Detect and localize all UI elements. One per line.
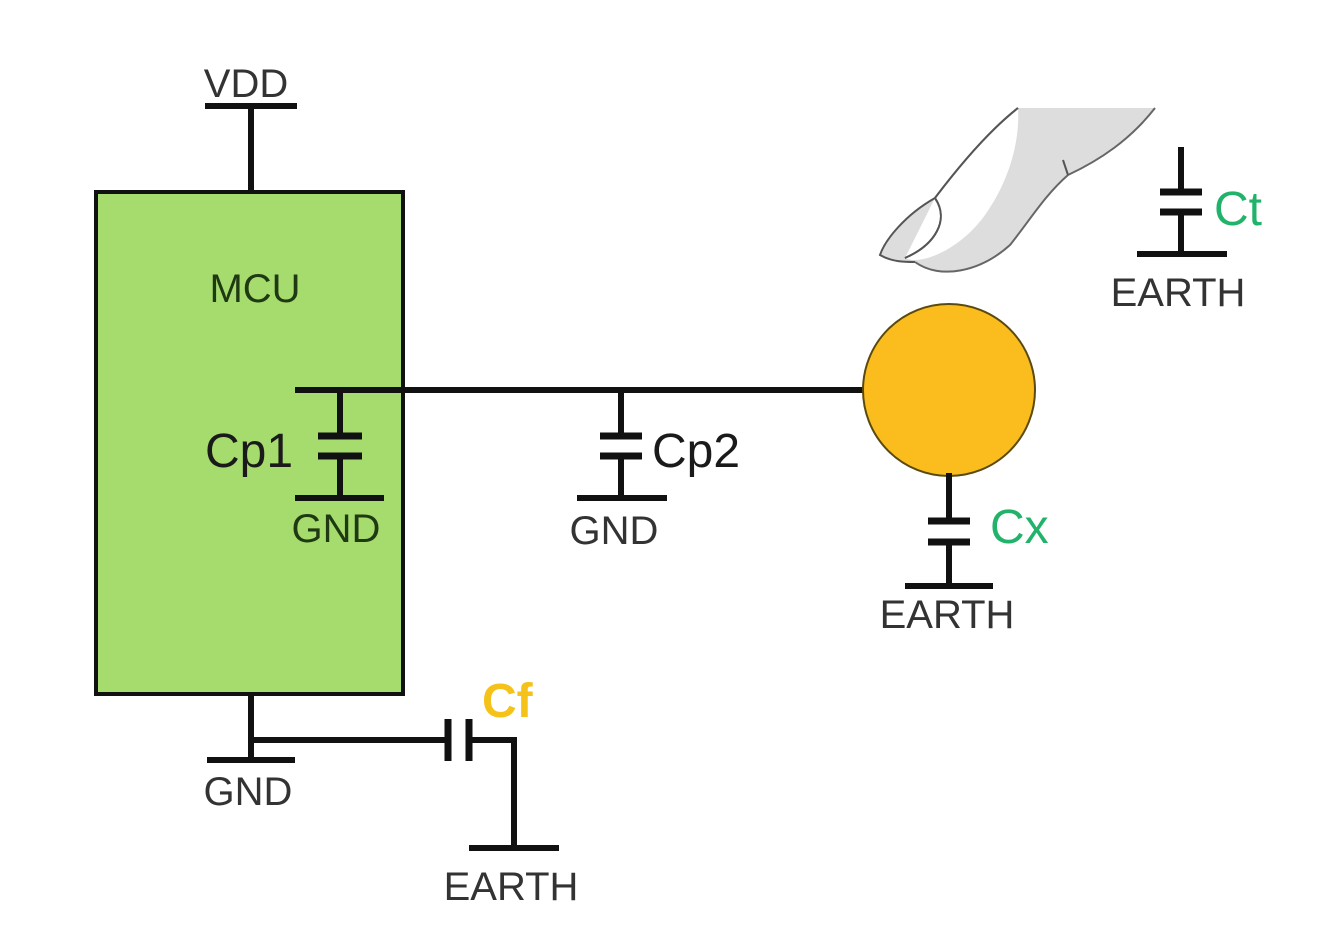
- finger-icon: [878, 107, 1156, 273]
- mcu-gnd: GND: [204, 693, 295, 814]
- cx-label: Cx: [990, 501, 1049, 554]
- cp1-gnd-label: GND: [292, 507, 381, 551]
- vdd-supply: VDD: [204, 62, 297, 193]
- ct-capacitor: Ct EARTH: [1111, 147, 1262, 315]
- mcu-block: MCU: [94, 190, 405, 696]
- cx-earth-label: EARTH: [880, 593, 1015, 637]
- ct-label: Ct: [1214, 183, 1262, 236]
- cp1-capacitor: Cp1 GND: [205, 387, 384, 551]
- mcu-gnd-label: GND: [204, 770, 293, 814]
- cp2-gnd-label: GND: [570, 509, 659, 553]
- cf-label: Cf: [482, 675, 534, 728]
- ct-earth-label: EARTH: [1111, 271, 1246, 315]
- cf-right-lead: [468, 737, 517, 851]
- mcu-rect: [94, 190, 405, 696]
- cp1-label: Cp1: [205, 425, 293, 478]
- mcu-label: MCU: [209, 267, 300, 311]
- cp2-capacitor: Cp2 GND: [570, 387, 740, 553]
- touch-electrode: [862, 303, 1036, 477]
- cf-earth-label: EARTH: [444, 865, 579, 909]
- vdd-label: VDD: [204, 62, 288, 106]
- cp2-label: Cp2: [652, 425, 740, 478]
- cx-capacitor: Cx EARTH: [880, 473, 1049, 637]
- cf-capacitor: Cf EARTH: [248, 675, 579, 909]
